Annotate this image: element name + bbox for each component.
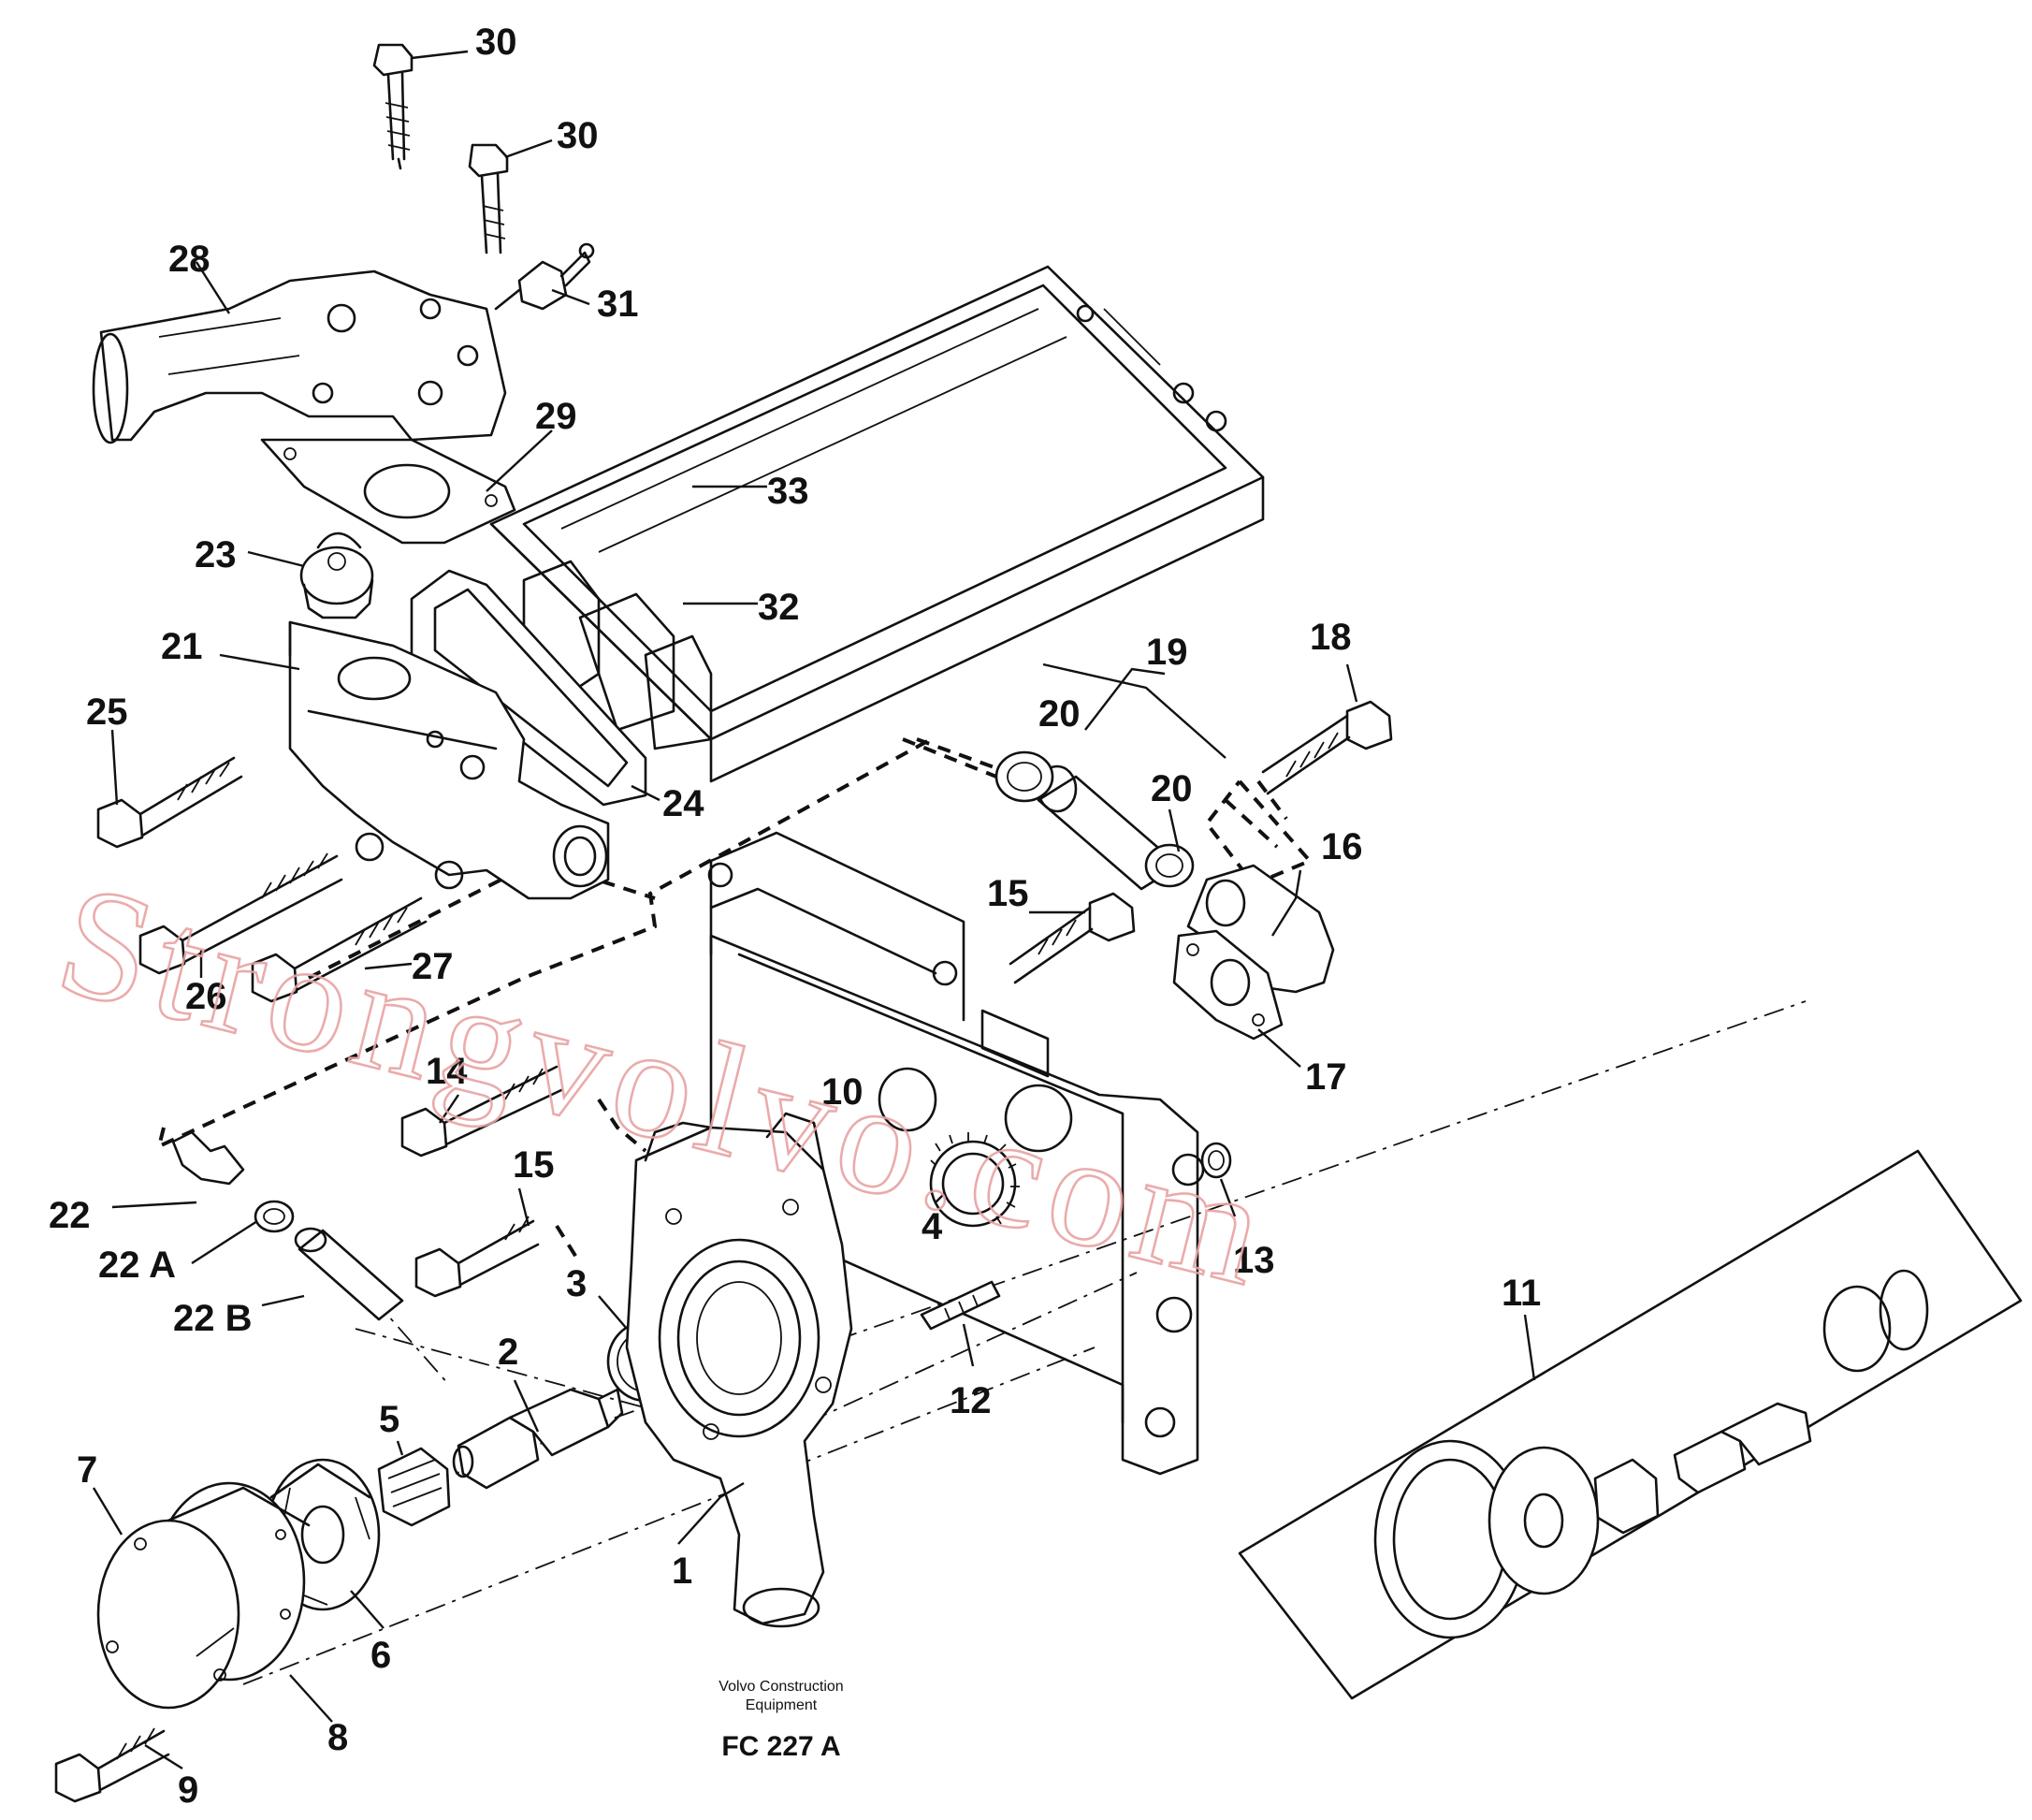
manufacturer-line-1: Volvo Construction <box>718 1679 843 1695</box>
part-12-stud <box>920 1280 1001 1331</box>
callout-21: 21 <box>161 626 203 667</box>
part-15-bolt-lower <box>414 1216 540 1298</box>
part-21-thermostat-housing <box>288 620 610 900</box>
callout-5: 5 <box>379 1399 399 1440</box>
callout-9: 9 <box>178 1769 198 1811</box>
part-17-gasket <box>1172 929 1284 1041</box>
part-22b-hose <box>294 1227 404 1321</box>
callout-26: 26 <box>185 976 227 1017</box>
callout-31: 31 <box>597 284 639 325</box>
part-20-clamp-lower <box>1144 843 1195 888</box>
part-15-bolt-upper <box>1009 892 1136 984</box>
callout-3: 3 <box>566 1263 587 1304</box>
part-19-hose <box>1037 662 1226 891</box>
callout-14: 14 <box>426 1051 468 1092</box>
callout-15-upper: 15 <box>987 873 1029 914</box>
callout-7: 7 <box>77 1449 97 1491</box>
part-10-ring <box>878 1067 937 1132</box>
callout-24: 24 <box>662 783 704 824</box>
figure-code: FC 227 A <box>721 1731 840 1762</box>
callout-11: 11 <box>1502 1273 1541 1314</box>
part-2-shaft-bearing <box>452 1388 624 1490</box>
callout-27: 27 <box>412 946 454 987</box>
cylinder-head <box>489 265 1265 783</box>
manufacturer-line-2: Equipment <box>746 1697 818 1713</box>
part-26-bolt <box>138 852 343 975</box>
callout-13: 13 <box>1233 1240 1275 1281</box>
figure-footer: Volvo Construction Equipment FC 227 A <box>718 1679 843 1762</box>
part-20-clamp-upper <box>994 750 1054 803</box>
part-22a-clamp <box>254 1200 295 1233</box>
part-23-thermostat <box>299 531 374 619</box>
callout-10: 10 <box>821 1071 864 1113</box>
part-18-bolt <box>1261 700 1393 795</box>
callout-25: 25 <box>86 692 128 733</box>
part-25-bolt <box>96 756 243 849</box>
part-5-seal <box>377 1447 451 1527</box>
callout-28: 28 <box>168 239 210 280</box>
callout-30-second: 30 <box>557 115 599 156</box>
callout-22: 22 <box>49 1195 91 1236</box>
callout-30-top: 30 <box>475 22 517 63</box>
part-27-bolt <box>251 896 428 1003</box>
callout-32: 32 <box>758 587 800 628</box>
part-28-thermostat-cover <box>92 269 507 444</box>
callout-1: 1 <box>672 1551 692 1592</box>
callout-18: 18 <box>1310 617 1352 658</box>
callout-22b: 22 B <box>173 1298 253 1339</box>
callout-20-upper: 20 <box>1038 693 1081 735</box>
part-7-pump-cover <box>96 1486 311 1710</box>
callout-20-lower: 20 <box>1151 768 1193 809</box>
part-30-bolts <box>372 43 509 255</box>
callout-16: 16 <box>1321 826 1363 867</box>
part-1-pump-housing <box>625 1112 853 1628</box>
part-13-plug <box>1200 1142 1232 1179</box>
part-14-bolt <box>400 1065 563 1158</box>
part-4-gear <box>929 1132 1020 1228</box>
callout-6: 6 <box>370 1635 391 1676</box>
callout-33: 33 <box>767 471 809 512</box>
callout-15-lower: 15 <box>513 1144 555 1186</box>
part-11-service-kit <box>1238 1149 2023 1700</box>
part-29-gasket <box>260 438 516 545</box>
callout-29: 29 <box>535 396 577 437</box>
leader-lines <box>92 50 1536 1770</box>
part-22-fitting <box>171 1130 245 1186</box>
callout-19: 19 <box>1146 632 1188 673</box>
callout-labels: 30 30 31 28 29 33 32 23 21 25 24 27 26 1… <box>49 22 1541 1811</box>
callout-2: 2 <box>498 1332 518 1373</box>
callout-17: 17 <box>1305 1056 1347 1098</box>
callout-23: 23 <box>195 534 237 575</box>
callout-22a: 22 A <box>98 1245 176 1286</box>
callout-4: 4 <box>922 1206 943 1247</box>
callout-12: 12 <box>950 1380 992 1421</box>
callout-8: 8 <box>327 1717 348 1758</box>
part-9-bolt <box>54 1727 170 1803</box>
